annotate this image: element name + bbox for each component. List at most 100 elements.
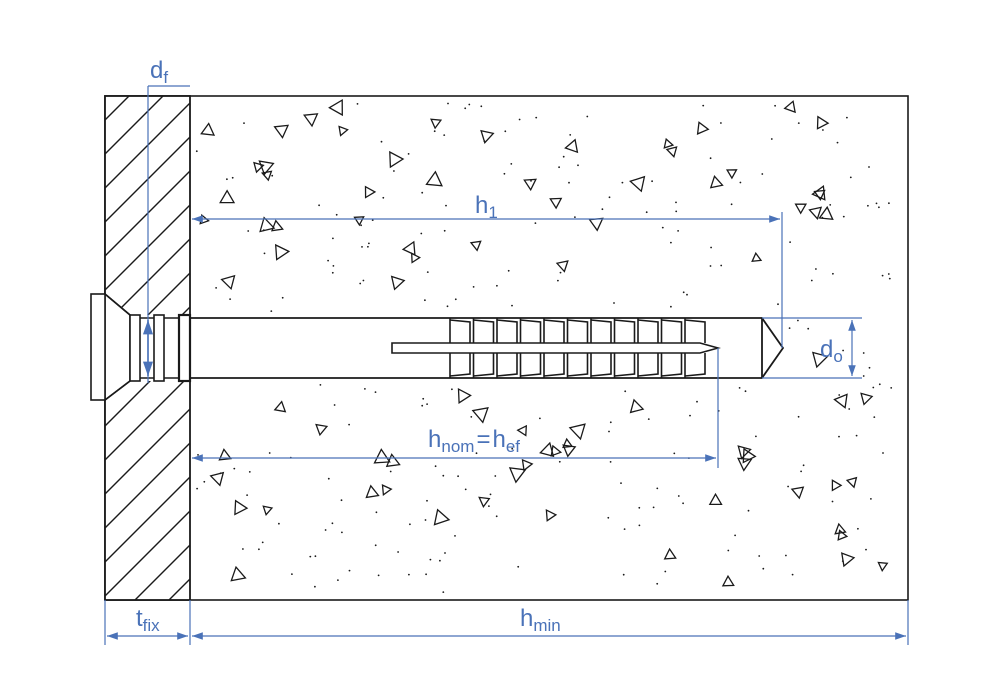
aggregate-dot bbox=[761, 173, 764, 175]
sleeve-segment bbox=[684, 318, 706, 378]
aggregate-dot bbox=[888, 277, 891, 280]
aggregate-dot bbox=[848, 408, 851, 410]
aggregate-triangle bbox=[365, 484, 380, 499]
aggregate-dot bbox=[359, 282, 362, 285]
aggregate-dot bbox=[661, 226, 664, 229]
aggregate-dot bbox=[797, 122, 800, 124]
aggregate-dot bbox=[348, 423, 350, 426]
aggregate-dot bbox=[791, 573, 794, 576]
sleeve-segment bbox=[496, 318, 518, 378]
aggregate-dot bbox=[562, 155, 565, 158]
aggregate-dot bbox=[734, 534, 736, 537]
aggregate-dot bbox=[340, 499, 343, 502]
aggregate-dot bbox=[785, 554, 787, 557]
aggregate-triangle bbox=[328, 98, 343, 117]
aggregate-dot bbox=[807, 327, 810, 330]
aggregate-dot bbox=[242, 548, 244, 550]
aggregate-dot bbox=[609, 421, 612, 424]
aggregate-triangle bbox=[790, 486, 805, 500]
aggregate-triangle bbox=[709, 175, 724, 189]
aggregate-dot bbox=[318, 204, 320, 207]
aggregate-dot bbox=[504, 130, 507, 133]
aggregate-dot bbox=[623, 528, 626, 530]
aggregate-triangle bbox=[315, 423, 329, 437]
aggregate-dot bbox=[647, 418, 650, 420]
aggregate-triangle bbox=[837, 529, 849, 541]
aggregate-dot bbox=[797, 415, 800, 418]
anchor bbox=[90, 293, 721, 401]
aggregate-dot bbox=[362, 279, 365, 282]
expansion-sleeve bbox=[449, 318, 706, 378]
aggregate-dot bbox=[755, 435, 757, 438]
sleeve-segment bbox=[590, 318, 612, 378]
aggregate-dot bbox=[382, 196, 385, 199]
aggregate-triangle bbox=[831, 479, 843, 492]
sleeve-segment bbox=[637, 318, 659, 378]
aggregate-dot bbox=[709, 265, 712, 267]
aggregate-dot bbox=[324, 529, 327, 531]
sleeve-segment bbox=[543, 318, 565, 378]
aggregate-dot bbox=[645, 211, 648, 214]
aggregate-triangle bbox=[696, 121, 710, 135]
aggregate-dot bbox=[810, 279, 813, 282]
hatch-line bbox=[104, 476, 191, 563]
aggregate-dot bbox=[770, 138, 773, 140]
aggregate-dot bbox=[511, 304, 513, 307]
aggregate-triangle bbox=[430, 118, 443, 130]
aggregate-dot bbox=[426, 499, 428, 502]
aggregate-dot bbox=[601, 208, 604, 211]
aggregate-dot bbox=[609, 461, 612, 463]
aggregate-dot bbox=[878, 383, 881, 386]
label-h1: h1 bbox=[475, 192, 498, 222]
aggregate-triangle bbox=[521, 458, 534, 472]
screw bbox=[391, 342, 721, 354]
aggregate-dot bbox=[495, 515, 498, 518]
aggregate-dot bbox=[454, 298, 457, 301]
aggregate-dot bbox=[621, 181, 624, 184]
aggregate-dot bbox=[496, 284, 498, 287]
aggregate-dot bbox=[442, 474, 445, 477]
aggregate-dot bbox=[878, 206, 880, 209]
aggregate-dot bbox=[356, 103, 359, 105]
aggregate-dot bbox=[281, 296, 284, 299]
aggregate-dot bbox=[367, 245, 369, 248]
aggregate-triangle bbox=[478, 496, 491, 508]
aggregate-dot bbox=[638, 506, 641, 509]
aggregate-dot bbox=[333, 404, 336, 406]
aggregate-dot bbox=[664, 570, 667, 573]
aggregate-dot bbox=[421, 404, 424, 407]
aggregate-dot bbox=[842, 215, 845, 218]
aggregate-dot bbox=[327, 259, 329, 262]
aggregate-dot bbox=[838, 435, 840, 438]
aggregate-triangle bbox=[545, 509, 558, 522]
aggregate-dot bbox=[574, 216, 576, 219]
aggregate-dot bbox=[464, 107, 467, 110]
aggregate-triangle bbox=[401, 240, 416, 256]
aggregate-dot bbox=[862, 375, 865, 377]
aggregate-triangle bbox=[834, 522, 847, 535]
hatch-line bbox=[104, 408, 191, 495]
aggregate-dot bbox=[429, 558, 432, 561]
aggregate-triangle bbox=[471, 406, 489, 424]
aggregate-dot bbox=[855, 434, 858, 437]
aggregate-triangle bbox=[816, 115, 830, 130]
aggregate-dot bbox=[846, 116, 848, 119]
aggregate-dot bbox=[836, 141, 839, 144]
aggregate-dot bbox=[535, 116, 538, 119]
aggregate-dot bbox=[407, 153, 410, 155]
aggregate-dot bbox=[788, 327, 791, 329]
hatch-line bbox=[134, 544, 191, 601]
aggregate-dot bbox=[195, 150, 198, 153]
hatch-line bbox=[168, 578, 191, 601]
aggregate-dot bbox=[375, 511, 378, 514]
aggregate-triangle bbox=[811, 351, 829, 369]
aggregate-dot bbox=[677, 495, 680, 497]
aggregate-dot bbox=[332, 237, 334, 240]
sleeve-segment bbox=[660, 318, 683, 378]
sleeve-segment bbox=[472, 318, 495, 378]
aggregate-dot bbox=[443, 229, 446, 232]
aggregate-triangle bbox=[433, 508, 451, 526]
aggregate-dot bbox=[397, 551, 399, 553]
